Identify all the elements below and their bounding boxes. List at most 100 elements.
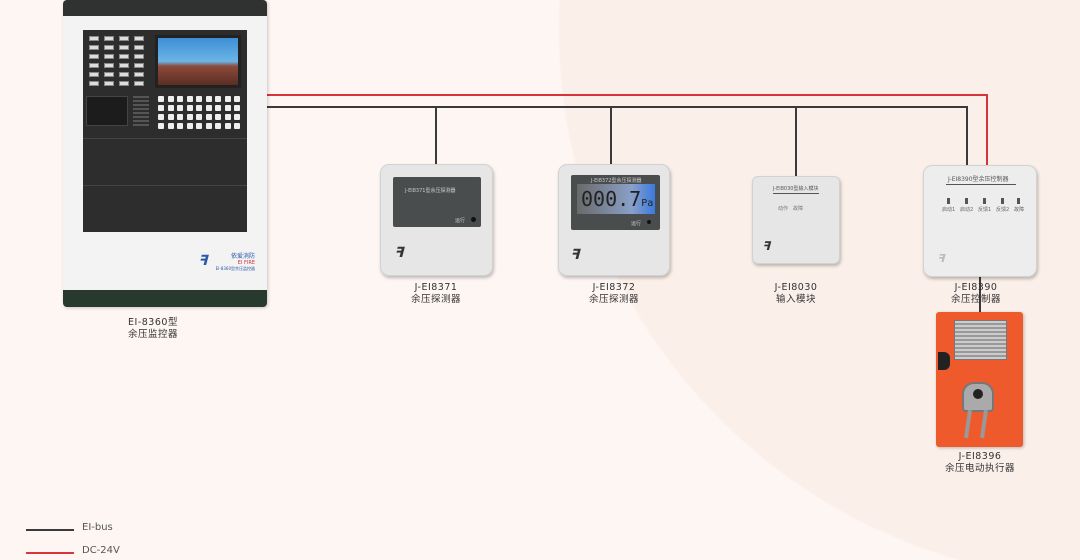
legend-line-eibus (26, 529, 74, 531)
panel-divider (83, 185, 247, 186)
legend-label-eibus: EI-bus (82, 522, 113, 533)
indicator-key (89, 63, 99, 68)
indicator-key (119, 54, 129, 59)
device-label-8030: J-EI8030 输入模块 (746, 282, 846, 306)
controller-name: 余压监控器 (127, 329, 178, 340)
printer (86, 96, 128, 126)
led-label: 反馈2 (995, 207, 1010, 213)
indicator-key (134, 45, 144, 50)
brand-en: EI FIRE (237, 260, 255, 266)
device-name: 余压控制器 (950, 294, 1001, 305)
indicator-key (104, 81, 114, 86)
keypad-key (205, 105, 212, 111)
led-indicator: 启动1 (942, 198, 955, 213)
indicator-key (119, 63, 129, 68)
logo-icon: ꟻ (936, 252, 948, 265)
keypad-key (177, 114, 183, 120)
clamp-bolt (964, 409, 972, 439)
panel-title: J-EI8030型输入模块 (773, 186, 819, 192)
indicator-key (134, 54, 144, 59)
logo-icon: ꟻ (392, 245, 407, 261)
eibus-wire-drop-8030 (795, 106, 797, 177)
indicator-key (89, 72, 99, 77)
speaker (133, 96, 149, 126)
device-label-8396: J-EI8396 余压电动执行器 (920, 451, 1040, 475)
brand-logo: ꟻ 依爱消防 EI FIRE EI-8360型余压监控器 (195, 251, 255, 272)
led-icon (1017, 198, 1021, 204)
device-model: J-EI8396 (958, 451, 1002, 462)
dc24v-wire-horizontal (267, 94, 988, 96)
panel-title: J-EI8371型余压探测器 (405, 188, 456, 194)
keypad-key (234, 114, 240, 120)
indicator-key (89, 36, 99, 41)
indicator-key (89, 45, 99, 50)
eibus-wire-drop-8390 (966, 106, 968, 166)
keypad-key (234, 123, 240, 129)
indicator-key (104, 45, 114, 50)
led-icon (983, 198, 987, 204)
keypad-key (158, 96, 164, 102)
led-icon (647, 220, 651, 224)
panel-divider (83, 138, 247, 139)
indicator-key (119, 72, 129, 77)
device-8372: J-EI8372型余压探测器 000.7Pa 运行 ꟻ (558, 164, 670, 276)
led-label: 启动2 (959, 207, 974, 213)
keypad-key (196, 114, 202, 120)
device-model: J-EI8390 (954, 282, 998, 293)
indicator-key (134, 36, 144, 41)
keypad-key (167, 96, 174, 102)
keypad-key (234, 105, 240, 111)
shaft-clamp (962, 382, 994, 412)
indicator-key (89, 81, 99, 86)
device-name: 余压电动执行器 (944, 463, 1015, 474)
panel-title: J-EI8372型余压探测器 (591, 178, 642, 184)
device-name: 余压探测器 (410, 294, 461, 305)
pressure-unit: Pa (641, 198, 654, 209)
keypad-key (205, 123, 212, 129)
led-label: 动作 (778, 206, 789, 212)
panel-rule (773, 193, 819, 194)
indicator-key (89, 54, 99, 59)
keypad-key (224, 105, 231, 111)
indicator-key (134, 72, 144, 77)
keypad-key (177, 123, 183, 129)
keypad-key (158, 114, 164, 120)
device-model: J-EI8030 (774, 282, 818, 293)
led-label: 反馈1 (977, 207, 992, 213)
device-model: J-EI8372 (592, 282, 636, 293)
keypad-key (186, 123, 193, 129)
keypad-key (215, 96, 221, 102)
keypad-key (205, 96, 212, 102)
indicator-key (119, 36, 129, 41)
led-label: 运行 (455, 218, 466, 224)
keypad-key (177, 105, 183, 111)
indicator-key (104, 36, 114, 41)
led-label: 故障 (1013, 207, 1024, 213)
device-name: 输入模块 (775, 294, 816, 305)
eibus-wire-horizontal (267, 106, 968, 108)
led-indicator: 启动2 (960, 198, 973, 213)
keypad-key (215, 114, 221, 120)
dc24v-wire-drop (986, 94, 988, 166)
logo-icon: ꟻ (761, 239, 774, 253)
device-label-8371: J-EI8371 余压探测器 (386, 282, 486, 306)
eibus-wire-drop-8372 (610, 106, 612, 165)
spec-label (954, 320, 1007, 360)
panel-label: EI-8360型余压监控器 (215, 266, 255, 271)
keypad-key (196, 123, 202, 129)
led-indicator: 反馈2 (996, 198, 1009, 213)
legend-label-dc24v: DC-24V (82, 545, 120, 556)
side-cap (938, 352, 950, 370)
led-label: 启动1 (942, 207, 956, 213)
keypad-key (177, 96, 183, 102)
keypad-key (234, 96, 240, 102)
keypad-key (224, 114, 231, 120)
device-8396-actuator (936, 312, 1023, 447)
keypad-key (186, 105, 193, 111)
device-panel: J-EI8371型余压探测器 运行 (393, 177, 481, 227)
indicator-key (104, 63, 114, 68)
led-icon (947, 198, 951, 204)
keypad-key (215, 105, 221, 111)
keypad-key (158, 105, 164, 111)
